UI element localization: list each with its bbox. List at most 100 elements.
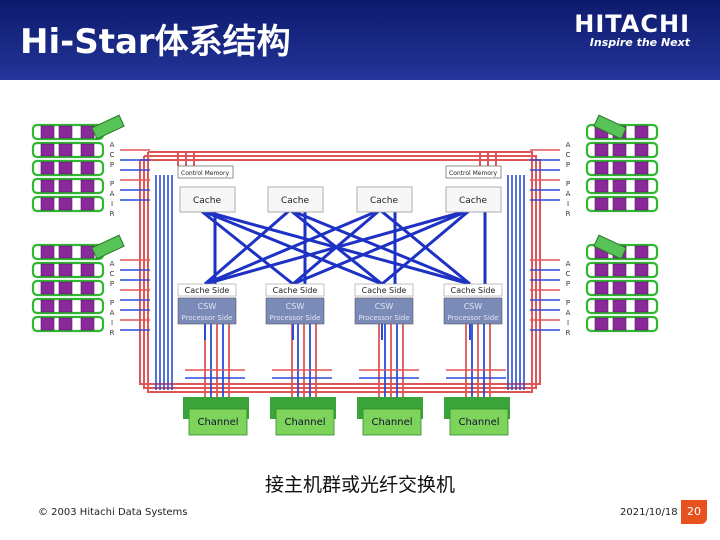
disk-drive <box>634 245 649 259</box>
cache-side-label: Cache Side <box>185 286 230 295</box>
disk-drive <box>634 143 649 157</box>
switch-mesh <box>199 208 487 286</box>
diagram-caption: 接主机群或光纤交换机 <box>264 474 455 496</box>
pair-letter: P <box>110 180 114 188</box>
disk-row <box>31 315 105 333</box>
disk-row <box>31 279 105 297</box>
disk-drive <box>634 197 649 211</box>
disk-drive <box>40 125 55 139</box>
disk-drive <box>612 161 627 175</box>
left-acp-label: A C P P A I R A C P P A I R <box>110 141 115 337</box>
disk-row <box>585 315 659 333</box>
disk-drive <box>58 263 73 277</box>
disk-drive <box>40 161 55 175</box>
processor-side-label: Processor Side <box>447 314 498 322</box>
disk-groups <box>31 114 659 333</box>
csw-label: CSW <box>375 302 394 311</box>
csw-units: Cache Side CSW Processor Side Cache Side… <box>177 283 503 325</box>
control-memory-left: Control Memory <box>177 165 234 179</box>
disk-drive <box>634 317 649 331</box>
acp-letter: P <box>566 161 570 169</box>
channel-label: Channel <box>458 417 499 428</box>
disk-drive <box>634 125 649 139</box>
disk-drive <box>594 281 609 295</box>
pair-letter: I <box>111 200 113 208</box>
disk-drive <box>612 281 627 295</box>
disk-drive <box>80 179 95 193</box>
channel-label: Channel <box>284 417 325 428</box>
brand-name: HITACHI <box>574 10 690 38</box>
processor-side-label: Processor Side <box>181 314 232 322</box>
red-bus-line <box>147 151 533 393</box>
disk-drive <box>634 281 649 295</box>
cache-side-label: Cache Side <box>273 286 318 295</box>
acp-letter: C <box>110 270 115 278</box>
disk-drive <box>58 143 73 157</box>
disk-drive <box>80 197 95 211</box>
disk-drive <box>612 179 627 193</box>
disk-drive <box>612 197 627 211</box>
disk-drive <box>634 299 649 313</box>
disk-drive <box>80 263 95 277</box>
acp-letter: C <box>566 270 571 278</box>
hitachi-logo: HITACHI Inspire the Next <box>574 10 690 49</box>
page-title: Hi-Star体系结构 <box>20 22 291 62</box>
processor-side-label: Processor Side <box>269 314 320 322</box>
cache-row: Cache Cache Cache Cache <box>179 186 502 213</box>
disk-row <box>31 123 105 141</box>
acp-letter: C <box>566 151 571 159</box>
pair-letter: A <box>566 309 571 317</box>
pair-letter: A <box>110 309 115 317</box>
csw-label: CSW <box>286 302 305 311</box>
disk-row <box>31 141 105 159</box>
acp-board <box>91 114 125 140</box>
disk-drive <box>634 263 649 277</box>
copyright-text: © 2003 Hitachi Data Systems <box>38 507 188 518</box>
csw-label: CSW <box>198 302 217 311</box>
disk-drive <box>80 161 95 175</box>
disk-row <box>585 279 659 297</box>
disk-drive <box>612 317 627 331</box>
page-number: 20 <box>681 500 707 524</box>
csw-unit: Cache Side CSW Processor Side <box>177 283 237 325</box>
acp-letter: C <box>110 151 115 159</box>
disk-drive <box>594 299 609 313</box>
disk-drive <box>40 299 55 313</box>
acp-board <box>91 234 125 260</box>
disk-row <box>31 159 105 177</box>
disk-drive <box>40 143 55 157</box>
disk-drive <box>80 281 95 295</box>
acp-letter: P <box>110 161 114 169</box>
pair-letter: R <box>110 210 115 218</box>
pair-letter: A <box>566 190 571 198</box>
csw-unit: Cache Side CSW Processor Side <box>265 283 325 325</box>
acp-letter: A <box>566 141 571 149</box>
disk-drive <box>594 197 609 211</box>
disk-drive <box>58 299 73 313</box>
acp-board <box>593 114 627 140</box>
disk-drive <box>594 161 609 175</box>
acp-letter: A <box>110 141 115 149</box>
csw-unit: Cache Side CSW Processor Side <box>354 283 414 325</box>
disk-drive <box>634 161 649 175</box>
cache-label: Cache <box>281 196 309 206</box>
disk-drive <box>594 179 609 193</box>
csw-unit: Cache Side CSW Processor Side <box>443 283 503 325</box>
acp-letter: A <box>110 260 115 268</box>
channel-box: Channel <box>183 397 249 436</box>
pair-letter: I <box>567 200 569 208</box>
disk-drive <box>58 317 73 331</box>
acp-letter: P <box>110 280 114 288</box>
right-acp-label: A C P P A I R A C P P A I R <box>566 141 571 337</box>
cache-label: Cache <box>370 196 398 206</box>
channel-box: Channel <box>270 397 336 436</box>
disk-drive <box>80 299 95 313</box>
channel-label: Channel <box>197 417 238 428</box>
cache-label: Cache <box>193 196 221 206</box>
pair-letter: I <box>567 319 569 327</box>
control-memory-label: Control Memory <box>449 170 497 177</box>
control-memory-label: Control Memory <box>181 170 229 177</box>
disk-drive <box>58 179 73 193</box>
disk-row <box>585 141 659 159</box>
pair-letter: R <box>110 329 115 337</box>
